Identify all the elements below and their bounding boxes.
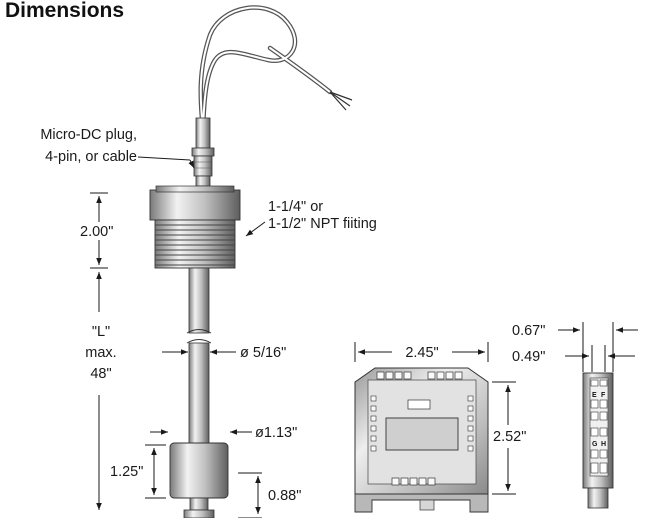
float-height-label: 1.25" bbox=[110, 464, 143, 480]
plug-label-line1: Micro-DC plug, bbox=[40, 127, 137, 143]
dimension-labels: Micro-DC plug, 4-pin, or cable 1-1/4" or… bbox=[40, 127, 545, 504]
length-label-line3: 48" bbox=[90, 366, 111, 382]
cable-highlight bbox=[199, 6, 331, 131]
terminal-letter-h: H bbox=[601, 441, 606, 448]
float-diameter-label: ø1.13" bbox=[255, 425, 297, 441]
micro-dc-connector bbox=[191, 117, 215, 187]
stem bbox=[186, 267, 212, 444]
dimension-lines-box bbox=[354, 342, 516, 495]
fitting-height-label: 2.00" bbox=[80, 224, 113, 240]
npt-fitting bbox=[149, 185, 241, 269]
npt-label-line2: 1-1/2" NPT fiiting bbox=[268, 216, 377, 232]
npt-label-line1: 1-1/4" or bbox=[268, 199, 323, 215]
terminal-box-front bbox=[354, 367, 489, 513]
length-label-line1: "L" bbox=[92, 324, 110, 340]
length-label-line2: max. bbox=[85, 345, 116, 361]
stem-diameter-label: ø 5/16" bbox=[240, 345, 286, 361]
side-inner-width-label: 0.49" bbox=[512, 349, 545, 365]
box-height-label: 2.52" bbox=[493, 429, 526, 445]
terminal-box-side: E F G H bbox=[582, 372, 614, 509]
bottom-height-label: 0.88" bbox=[268, 488, 301, 504]
dimension-lines-left bbox=[90, 156, 266, 519]
plug-label-line2: 4-pin, or cable bbox=[45, 149, 137, 165]
cable bbox=[198, 5, 333, 133]
terminal-letter-f: F bbox=[601, 392, 606, 399]
page-title: Dimensions bbox=[5, 0, 125, 22]
box-width-label: 2.45" bbox=[405, 345, 438, 361]
terminal-letter-e: E bbox=[592, 392, 597, 399]
dimension-lines-side bbox=[558, 322, 638, 372]
float bbox=[169, 442, 229, 519]
side-outer-width-label: 0.67" bbox=[512, 323, 545, 339]
wire-ends bbox=[329, 91, 353, 111]
terminal-letter-g: G bbox=[592, 441, 598, 448]
